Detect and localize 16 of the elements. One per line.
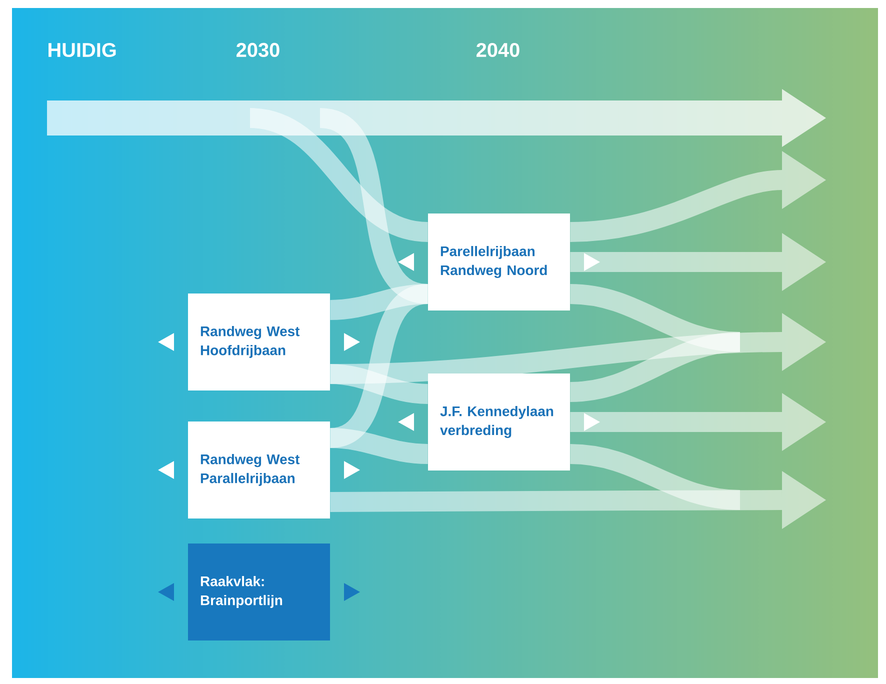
flow-band: [570, 233, 826, 291]
flow-band: [570, 332, 741, 402]
project-box: Parellelrijbaan Randweg Noord: [428, 214, 570, 310]
flow-band: [330, 471, 826, 529]
flow-band: [330, 428, 428, 464]
project-box: Randweg West Hoofdrijbaan: [188, 294, 330, 390]
project-box: J.F. Kennedylaan verbreding: [428, 374, 570, 470]
year-heading: 2040: [476, 42, 520, 58]
flow-band: [570, 151, 826, 242]
flow-band: [570, 393, 826, 451]
flow-band: [248, 108, 429, 242]
flow-band: [330, 313, 826, 384]
year-heading: 2030: [236, 42, 280, 58]
project-box: Randweg West Parallelrijbaan: [188, 422, 330, 518]
year-heading: HUIDIG: [48, 42, 116, 58]
project-box: Raakvlak: Brainportlijn: [188, 544, 330, 640]
